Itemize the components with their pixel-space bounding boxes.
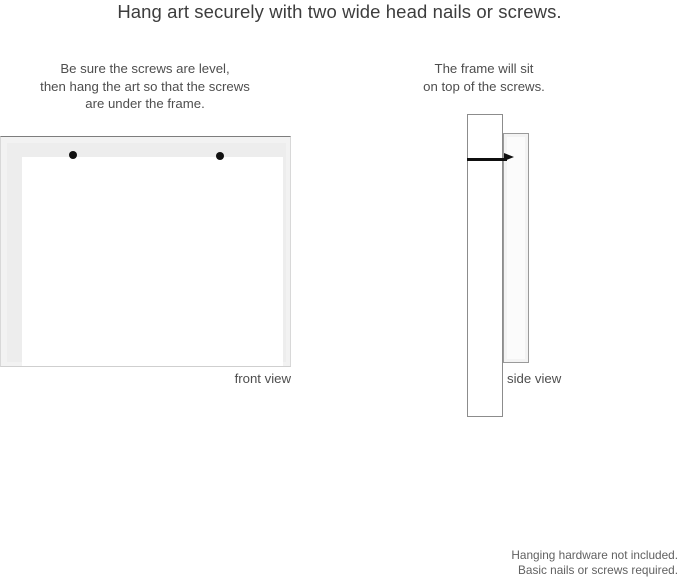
front-view-caption: Be sure the screws are level, then hang … bbox=[0, 60, 290, 113]
picture-frame-mat bbox=[7, 143, 286, 366]
side-view-illustration bbox=[460, 110, 570, 422]
front-view-caption-line-2: then hang the art so that the screws bbox=[40, 78, 250, 94]
side-view-caption-line-1: The frame will sit bbox=[434, 61, 534, 76]
screw-shank-icon bbox=[467, 158, 507, 162]
front-view-illustration bbox=[0, 136, 291, 367]
picture-frame-moulding bbox=[0, 136, 291, 367]
side-view-caption: The frame will sit on top of the screws. bbox=[389, 60, 579, 95]
footer-note-line-2: Basic nails or screws required. bbox=[518, 562, 678, 577]
artwork-area bbox=[22, 157, 283, 366]
front-view-caption-line-3: are under the frame. bbox=[85, 96, 205, 111]
front-view-label: front view bbox=[234, 371, 291, 386]
screw-head-right-icon bbox=[216, 152, 224, 160]
page-title: Hang art securely with two wide head nai… bbox=[117, 1, 562, 22]
footer-note-line-1: Hanging hardware not included. bbox=[511, 548, 678, 562]
screw-head-left-icon bbox=[69, 151, 77, 159]
footer-note: Hanging hardware not included. Basic nai… bbox=[511, 548, 678, 577]
frame-cross-section-core bbox=[506, 137, 525, 359]
screw-head-icon bbox=[504, 153, 514, 161]
wall-cross-section bbox=[467, 114, 503, 417]
side-view-caption-line-2: on top of the screws. bbox=[423, 78, 545, 94]
front-view-caption-line-1: Be sure the screws are level, bbox=[60, 61, 230, 76]
side-view-label: side view bbox=[507, 371, 562, 386]
